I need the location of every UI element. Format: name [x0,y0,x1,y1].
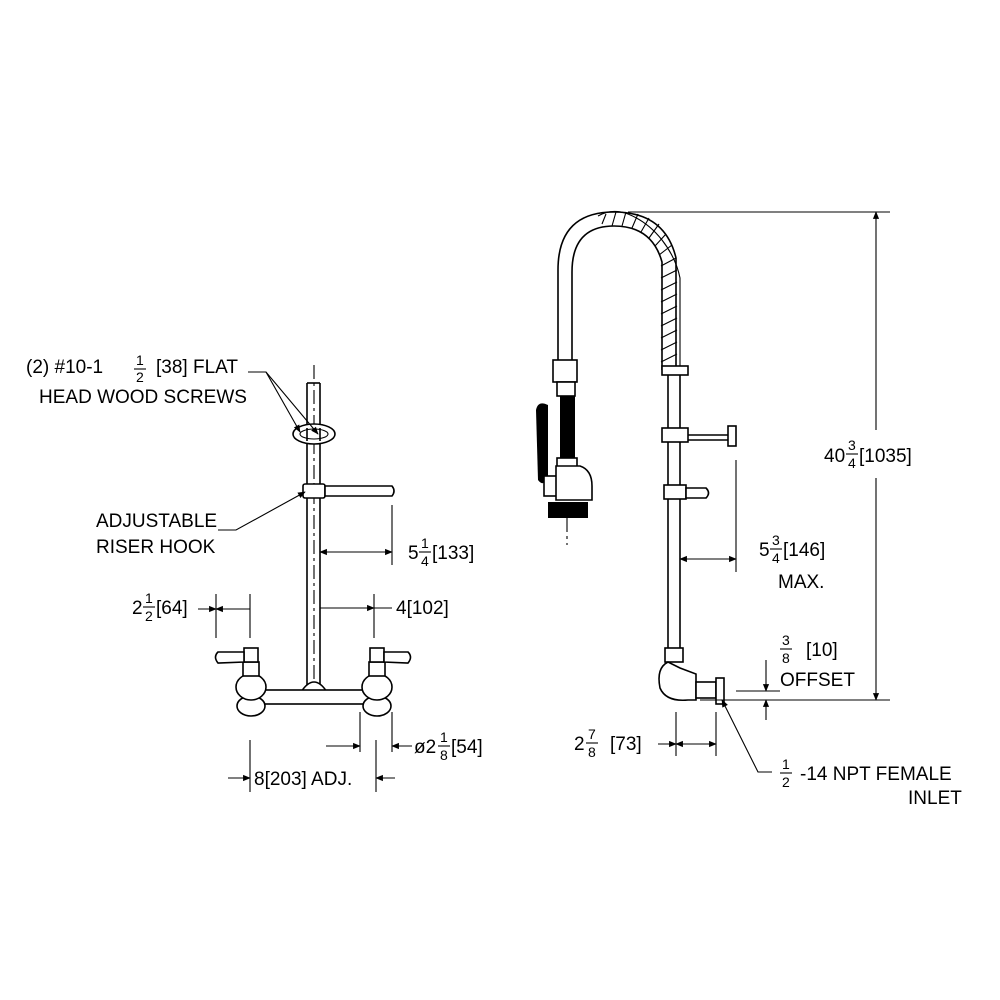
svg-text:8: 8 [782,650,790,666]
dim-2-7-8-label: 2 [574,734,585,755]
side-wall-plate [727,425,737,447]
offset-fraction-num: 3 [782,632,790,648]
svg-text:[146]: [146] [783,540,825,561]
svg-text:[64]: [64] [156,598,188,619]
svg-text:4: 4 [421,553,429,569]
riser-hook-arm [324,485,395,497]
dim-5-1-4-label: 5 [408,543,419,564]
dim-max-label: MAX. [778,572,824,593]
dim-4-label: 4[102] [396,598,449,619]
dim-40-label: 40 [824,446,845,467]
dim-2-1-2-label: 2 [132,598,143,619]
svg-text:[54]: [54] [451,737,483,758]
svg-text:2: 2 [136,369,144,385]
inlet-nut [695,681,717,699]
spray-valve [536,359,593,545]
inlet-label-line1: -14 NPT FEMALE [800,764,952,785]
riser-collar-top [661,365,689,376]
front-view [214,365,412,717]
svg-text:[38] FLAT: [38] FLAT [156,357,238,378]
dim-dia-label: ø2 [414,737,436,758]
spray-body [555,465,593,501]
svg-text:8: 8 [588,744,596,760]
inlet-label-line2: INLET [908,788,962,809]
svg-text:1: 1 [136,352,144,368]
wall-bracket [292,423,336,445]
inlet-fraction-num: 1 [782,756,790,772]
dim-5-3-4-label: 5 [759,540,770,561]
spray-trigger-lever [536,403,548,484]
svg-text:[73]: [73] [610,734,642,755]
offset-mm-label: [10] [806,640,838,661]
riser-hook-collar [302,483,326,499]
offset-word-label: OFFSET [780,670,855,691]
svg-text:8: 8 [440,747,448,763]
spray-grip [560,396,575,458]
side-text: 40 3 4 [1035] 5 3 4 [146] MAX. 3 8 [10] … [574,437,962,809]
svg-text:4: 4 [772,550,780,566]
screws-leader-b [265,371,301,433]
side-wall-bracket [661,427,689,443]
riser-hook-label-line1: ADJUSTABLE [96,511,217,532]
spray-nozzle [548,502,588,518]
side-dimensions [628,211,890,773]
left-valve-body [235,673,267,701]
inlet-leader [721,699,772,773]
svg-text:3: 3 [772,532,780,548]
side-hook [685,487,710,499]
svg-text:4: 4 [848,455,856,471]
svg-text:1: 1 [145,590,153,606]
dim-8-label: 8[203] ADJ. [254,769,352,790]
gooseneck-outer [557,211,677,370]
spring-coil [597,210,681,366]
svg-text:1: 1 [421,535,429,551]
inlet-elbow [658,661,697,702]
svg-text:2: 2 [782,774,790,790]
front-dimensions [198,505,412,792]
riser-hook-label-line2: RISER HOOK [96,537,216,558]
side-hook-collar [663,484,687,500]
front-text: (2) #10-1 1 2 [38] FLAT HEAD WOOD SCREWS… [26,352,483,790]
screws-label-line2: HEAD WOOD SCREWS [39,387,247,408]
inlet-flange [715,677,725,705]
svg-text:7: 7 [588,726,596,742]
hose-fitting [552,359,578,383]
screws-label-line1: (2) #10-1 [26,357,103,378]
svg-text:3: 3 [848,437,856,453]
front-leaders [218,371,319,531]
svg-text:[133]: [133] [432,543,474,564]
svg-text:2: 2 [145,608,153,624]
svg-text:1: 1 [440,729,448,745]
svg-text:[1035]: [1035] [859,446,912,467]
left-lever-handle [214,651,245,664]
gooseneck-inner [571,225,663,370]
riser-hook-leader [218,491,306,531]
right-valve-body [361,673,393,701]
side-view [536,210,737,705]
right-lever-handle [383,651,412,664]
